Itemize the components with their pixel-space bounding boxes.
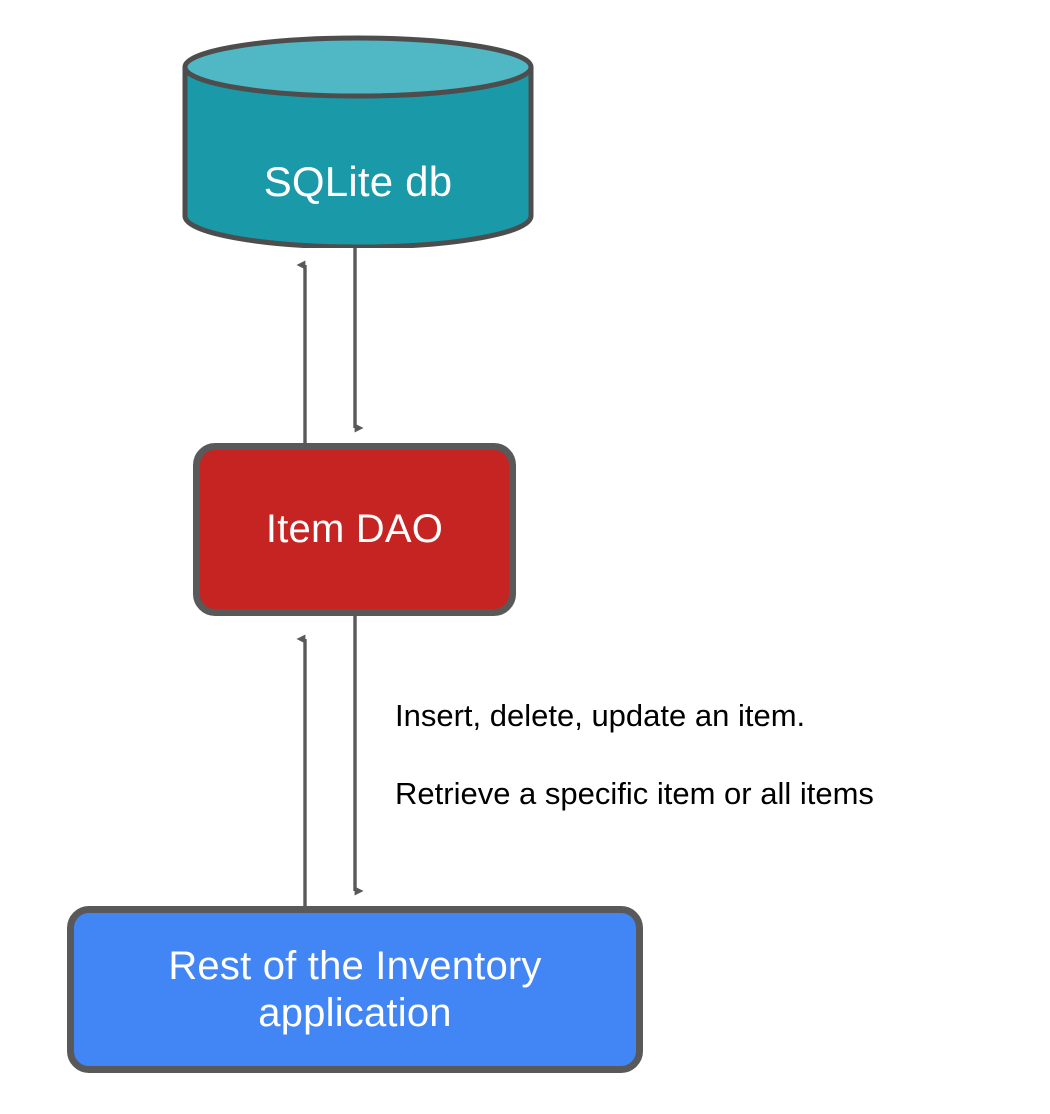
node-sqlite-db-label: SQLite db <box>263 158 453 205</box>
annotation-insert-delete-update: Insert, delete, update an item. <box>395 698 806 733</box>
node-inventory-application-label: Rest of the Inventory application <box>168 944 542 1035</box>
database-cylinder-icon <box>182 35 534 248</box>
node-inventory-application[interactable]: Rest of the Inventory application <box>67 906 643 1073</box>
node-item-dao[interactable]: Item DAO <box>193 443 516 616</box>
node-sqlite-db[interactable]: SQLite db <box>182 35 534 248</box>
node-item-dao-label: Item DAO <box>265 507 444 552</box>
annotation-retrieve-items: Retrieve a specific item or all items <box>395 776 874 811</box>
